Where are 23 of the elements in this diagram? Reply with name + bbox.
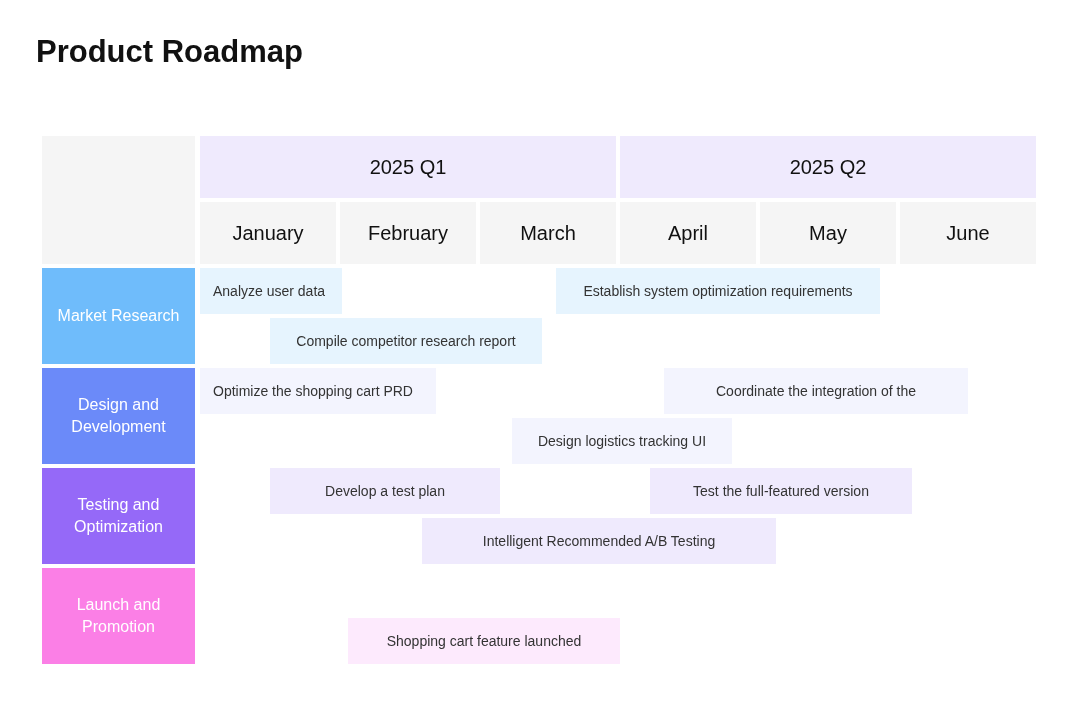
phase-block: Design and Development [42,368,195,464]
month-header: April [620,202,756,264]
phase-block: Testing and Optimization [42,468,195,564]
task-bar: Shopping cart feature launched [348,618,620,664]
task-bar: Design logistics tracking UI [512,418,732,464]
phase-block: Market Research [42,268,195,364]
task-bar: Compile competitor research report [270,318,542,364]
month-header: January [200,202,336,264]
quarter-header: 2025 Q1 [200,136,616,198]
task-bar: Develop a test plan [270,468,500,514]
task-bar: Coordinate the integration of the [664,368,968,414]
month-header: June [900,202,1036,264]
task-bar: Test the full-featured version [650,468,912,514]
page-title: Product Roadmap [36,34,303,70]
task-bar: Analyze user data [200,268,342,314]
month-header: May [760,202,896,264]
quarter-header: 2025 Q2 [620,136,1036,198]
task-bar: Establish system optimization requirements [556,268,880,314]
task-bar: Intelligent Recommended A/B Testing [422,518,776,564]
phase-block: Launch and Promotion [42,568,195,664]
month-header: March [480,202,616,264]
month-header: February [340,202,476,264]
task-bar: Optimize the shopping cart PRD [200,368,436,414]
